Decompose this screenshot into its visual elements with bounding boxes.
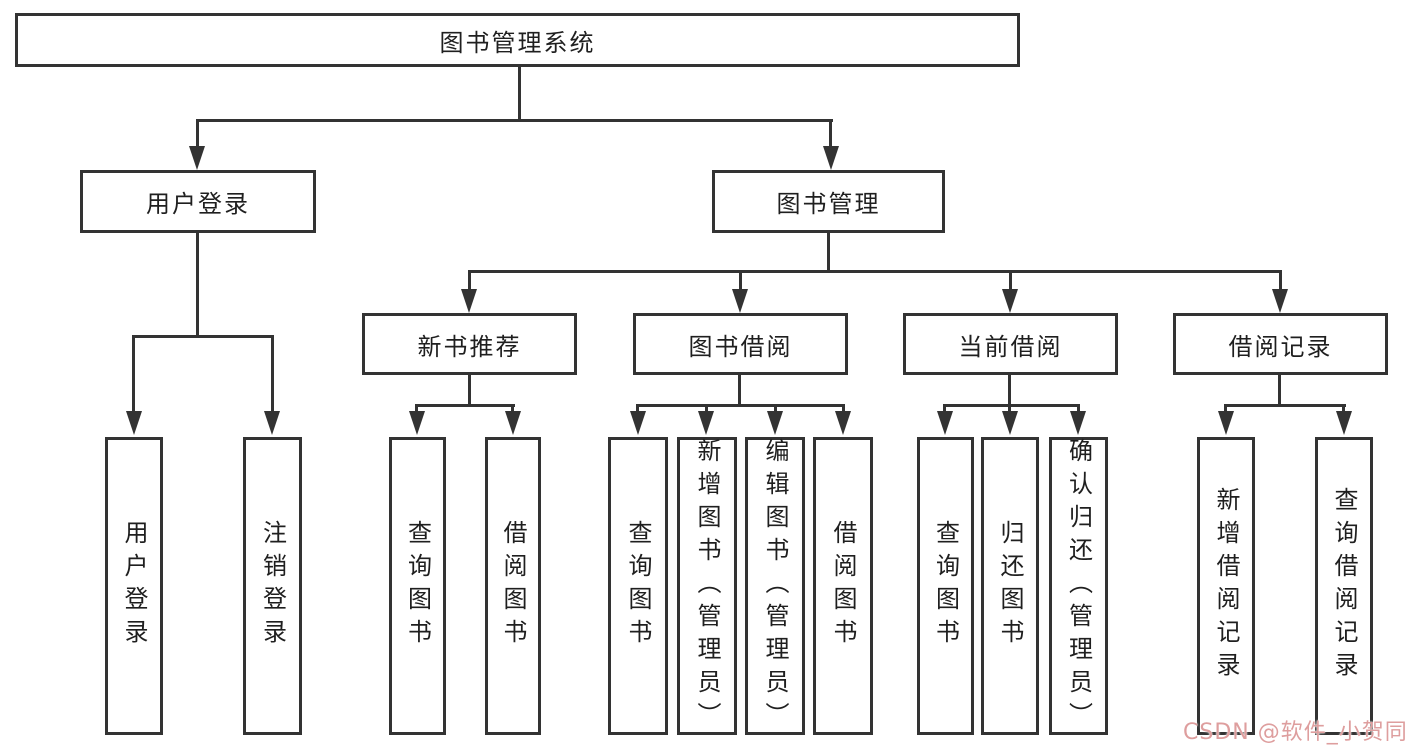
connector-borrow-stem <box>738 374 741 407</box>
node-borrow-records: 借阅记录 <box>1173 313 1388 375</box>
arrowhead-leaf <box>505 411 521 435</box>
arrowhead-leaf <box>1002 411 1018 435</box>
connector-drop <box>842 404 845 416</box>
connector-records-stem <box>1278 374 1281 407</box>
arrowhead-leaf-login <box>126 411 142 435</box>
arrowhead-borrow <box>732 289 748 313</box>
arrowhead-leaf <box>1070 411 1086 435</box>
connector-user-login-drop <box>196 119 199 149</box>
connector-drop <box>943 404 946 416</box>
node-label: 图书借阅 <box>688 332 793 361</box>
connector-drop <box>774 404 777 416</box>
leaf-label: 注销登录 <box>258 520 287 652</box>
leaf-add-borrow-record: 新增借阅记录 <box>1197 437 1255 735</box>
connector-user-bus <box>133 335 274 338</box>
arrowhead-leaf <box>835 411 851 435</box>
arrowhead-records <box>1272 289 1288 313</box>
node-label: 新书推荐 <box>417 332 522 361</box>
connector-drop <box>1008 404 1011 416</box>
node-book-system-root: 图书管理系统 <box>15 13 1020 67</box>
node-label: 借阅记录 <box>1228 332 1333 361</box>
arrowhead-leaf <box>409 411 425 435</box>
connector-leaf-logout-drop <box>271 335 274 415</box>
leaf-logout: 注销登录 <box>243 437 302 735</box>
connector-drop <box>705 404 708 416</box>
node-label: 当前借阅 <box>958 332 1063 361</box>
arrowhead-leaf <box>1218 411 1234 435</box>
leaf-confirm-return-admin: 确认归还（管理员） <box>1049 437 1108 735</box>
connector-drop <box>1342 404 1345 416</box>
csdn-watermark: CSDN @软件_小贺同学 <box>1183 720 1405 745</box>
connector-borrow-drop <box>739 270 742 292</box>
arrowhead-leaf <box>698 411 714 435</box>
leaf-query-book-borrow: 查询图书 <box>608 437 668 735</box>
connector-records-bus <box>1224 404 1346 407</box>
connector-root-stem <box>518 67 521 121</box>
arrowhead-leaf-logout <box>264 411 280 435</box>
arrowhead-current <box>1002 289 1018 313</box>
node-new-book-recommend: 新书推荐 <box>362 313 577 375</box>
leaf-label: 归还图书 <box>996 520 1024 652</box>
leaf-label: 借阅图书 <box>829 520 857 652</box>
leaf-return-book: 归还图书 <box>981 437 1039 735</box>
leaf-label: 借阅图书 <box>499 520 527 652</box>
connector-drop <box>1224 404 1227 416</box>
connector-current-drop <box>1009 270 1012 292</box>
leaf-label: 查询图书 <box>403 520 432 652</box>
connector-book-mgmt-drop <box>829 119 832 149</box>
connector-drop <box>636 404 639 416</box>
leaf-label: 查询图书 <box>624 520 652 652</box>
arrowhead-leaf <box>767 411 783 435</box>
arrowhead-leaf <box>1336 411 1352 435</box>
arrowhead-recommend <box>461 289 477 313</box>
node-current-borrow: 当前借阅 <box>903 313 1118 375</box>
leaf-edit-book-admin: 编辑图书（管理员） <box>745 437 805 735</box>
arrowhead-book-mgmt <box>823 146 839 170</box>
connector-recommend-stem <box>468 374 471 407</box>
connector-recommend-drop <box>468 270 471 292</box>
connector-book-stem <box>827 232 830 273</box>
leaf-label: 确认归还（管理员） <box>1064 437 1093 735</box>
leaf-user-login: 用户登录 <box>105 437 163 735</box>
connector-leaf-login-drop <box>132 335 135 415</box>
leaf-query-book-recommend: 查询图书 <box>389 437 446 735</box>
connector-level3-bus <box>468 270 1282 273</box>
connector-borrow-bus <box>636 404 845 407</box>
connector-level1-bus <box>196 119 833 122</box>
leaf-label: 用户登录 <box>120 520 148 652</box>
connector-records-drop <box>1279 270 1282 292</box>
leaf-label: 编辑图书（管理员） <box>761 437 789 735</box>
leaf-add-book-admin: 新增图书（管理员） <box>677 437 737 735</box>
connector-drop <box>1077 404 1080 416</box>
leaf-label: 查询图书 <box>931 520 960 652</box>
node-label: 图书管理 <box>776 190 881 218</box>
leaf-borrow-book-recommend: 借阅图书 <box>485 437 541 735</box>
connector-current-stem <box>1008 374 1011 407</box>
leaf-query-borrow-record: 查询借阅记录 <box>1315 437 1373 735</box>
leaf-label: 新增图书（管理员） <box>693 437 721 735</box>
connector-drop <box>415 404 418 416</box>
arrowhead-user-login <box>189 146 205 170</box>
arrowhead-leaf <box>937 411 953 435</box>
leaf-borrow-book: 借阅图书 <box>813 437 873 735</box>
node-book-borrow: 图书借阅 <box>633 313 848 375</box>
node-label: 用户登录 <box>146 190 250 218</box>
connector-current-bus <box>943 404 1080 407</box>
connector-user-stem <box>196 232 199 338</box>
node-book-management: 图书管理 <box>712 170 945 233</box>
connector-recommend-bus <box>415 404 515 407</box>
connector-drop <box>511 404 514 416</box>
leaf-label: 新增借阅记录 <box>1212 487 1240 685</box>
leaf-label: 查询借阅记录 <box>1330 487 1358 685</box>
node-user-login: 用户登录 <box>80 170 316 233</box>
arrowhead-leaf <box>630 411 646 435</box>
leaf-query-book-current: 查询图书 <box>917 437 974 735</box>
node-label: 图书管理系统 <box>439 28 596 57</box>
